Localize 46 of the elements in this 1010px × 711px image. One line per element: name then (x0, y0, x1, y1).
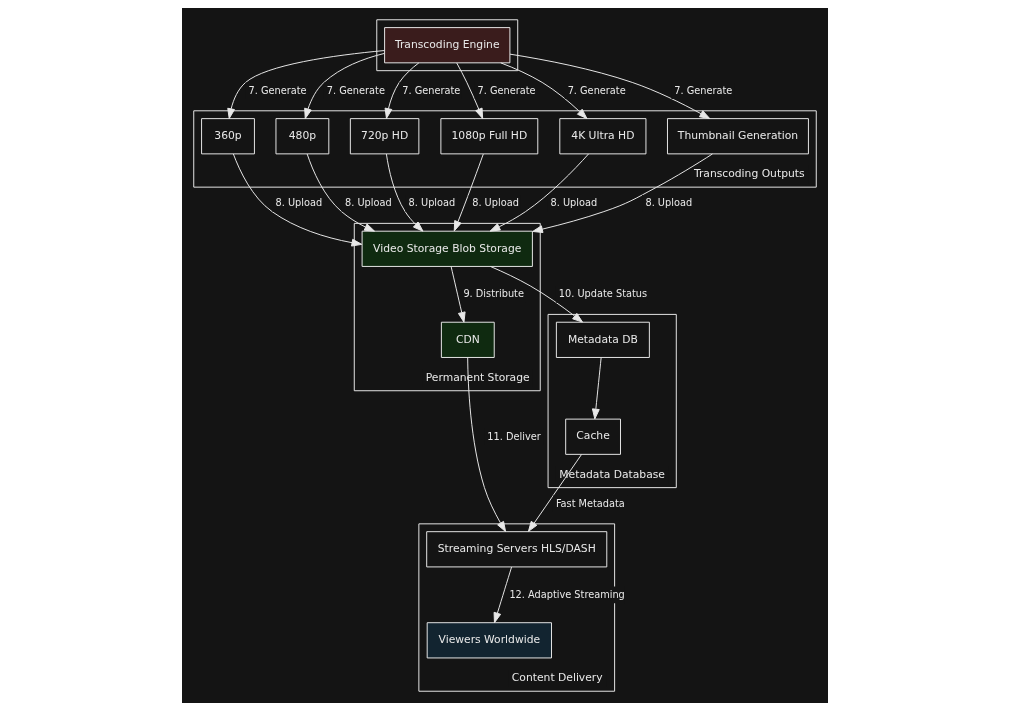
arrow (527, 454, 582, 532)
edge-label: 7. Generate (567, 84, 626, 96)
node-box: CDN (440, 321, 495, 358)
arrow (493, 566, 513, 624)
node-box: 360p (201, 118, 255, 155)
edge-label: 8. Upload (408, 197, 456, 209)
edge-label: 8. Upload (550, 197, 598, 209)
node-box: Thumbnail Generation (667, 118, 809, 155)
edge-label: 11. Deliver (487, 430, 541, 442)
node-box: Viewers Worldwide (426, 622, 552, 659)
edge-label: 8. Upload (275, 197, 323, 209)
node-box: Metadata DB (555, 321, 650, 358)
arrow (467, 357, 507, 533)
edge-label: 9. Distribute (463, 288, 524, 300)
cluster (376, 19, 519, 72)
arrow (489, 153, 589, 232)
arrow (591, 357, 602, 420)
arrow (385, 153, 424, 232)
node-box: 720p HD (349, 118, 420, 155)
arrow (509, 53, 711, 119)
edge-label: 8. Upload (344, 197, 392, 209)
node-box: Video Storage Blob Storage (361, 230, 533, 267)
node-box: 1080p Full HD (440, 118, 539, 155)
edge-label: 10. Update Status (558, 288, 648, 300)
arrow (500, 62, 588, 119)
node-box: Streaming Servers HLS/DASH (426, 531, 608, 568)
arrow (384, 62, 420, 119)
edge-label: 7. Generate (248, 84, 307, 96)
arrow (306, 153, 375, 232)
edge-label: 8. Upload (472, 197, 519, 209)
edge-label: 7. Generate (674, 84, 733, 96)
node-box: Cache (565, 418, 621, 455)
node-box: Transcoding Engine (384, 27, 511, 64)
arrow (456, 62, 484, 119)
edge-label: 7. Generate (477, 84, 536, 96)
arrow (532, 153, 713, 233)
arrow (453, 153, 484, 232)
arrow (232, 153, 363, 247)
edge-label: Fast Metadata (555, 497, 625, 509)
edge-label: 7. Generate (326, 84, 385, 96)
arrow (489, 265, 583, 323)
edge-label: 7. Generate (402, 84, 461, 96)
node-box: 4K Ultra HD (559, 118, 647, 155)
edge-label: 8. Upload (645, 197, 693, 209)
arrow (450, 266, 466, 323)
node-box: 480p (275, 118, 330, 155)
